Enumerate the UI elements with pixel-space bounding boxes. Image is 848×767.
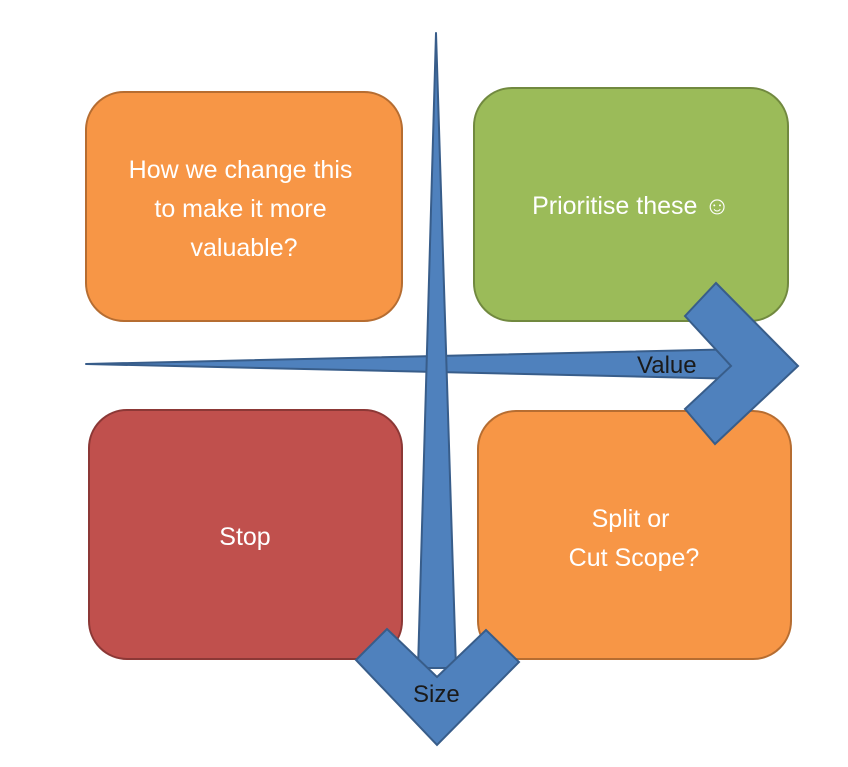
size-axis-label: Size [413,681,460,708]
quadrant-top-left-line-2: to make it more [154,195,326,223]
size-axis-arrowhead-icon [354,627,521,747]
quadrant-bottom-right-text: Split or Cut Scope? [569,505,700,572]
quadrant-top-right-text: Prioritise these ☺ [532,192,730,220]
quadrant-top-left-text: How we change this to make it more valua… [129,156,360,262]
quadrant-bottom-left-text: Stop [219,523,270,551]
value-axis-label: Value [637,352,697,379]
size-axis-arrow [354,32,521,747]
quadrant-top-right-line-1: Prioritise these ☺ [532,192,730,220]
value-axis-arrow [85,281,800,446]
quadrant-bottom-right-line-2: Cut Scope? [569,544,700,572]
quadrant-top-left-line-3: valuable? [190,234,297,262]
quadrant-top-left-line-1: How we change this [129,156,353,184]
quadrant-top-right-box [473,87,789,322]
quadrant-bottom-left: Stop [88,409,403,660]
value-axis-arrowhead-icon [683,281,800,446]
quadrant-bottom-right-line-1: Split or [592,505,670,533]
quadrant-bottom-left-box [88,409,403,660]
quadrant-top-left: How we change this to make it more valua… [85,91,403,322]
quadrant-bottom-left-line-1: Stop [219,523,270,551]
quadrant-top-right: Prioritise these ☺ [473,87,789,322]
quadrant-top-left-box [85,91,403,322]
quadrant-bottom-right: Split or Cut Scope? [477,410,792,660]
quadrant-bottom-right-box [477,410,792,660]
size-axis-shaft [417,32,457,669]
